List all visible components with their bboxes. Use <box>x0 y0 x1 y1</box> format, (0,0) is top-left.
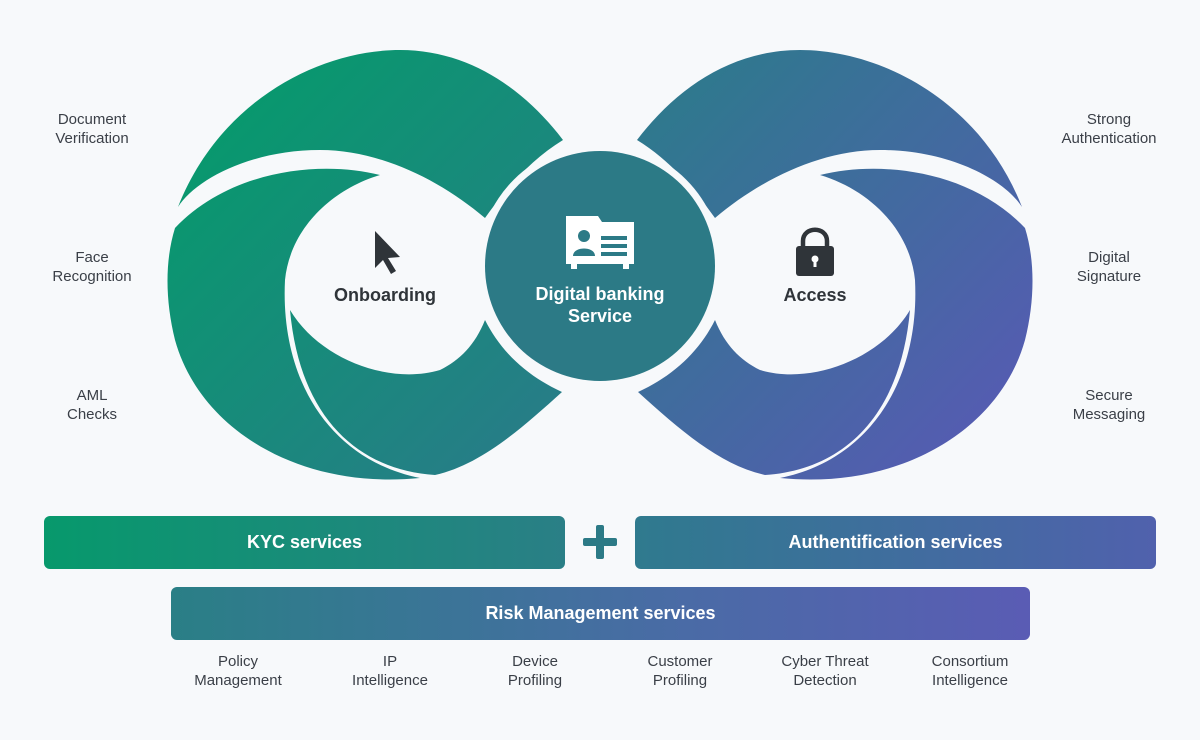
risk-item-cyber-threat-detection: Cyber Threat Detection <box>755 652 895 690</box>
right-loop-outer-segment <box>780 168 1033 480</box>
right-loop-upper-segment <box>637 50 1022 218</box>
risk-item-line: Profiling <box>652 672 708 689</box>
label-line: Recognition <box>52 268 132 285</box>
padlock-icon <box>796 227 834 276</box>
center-line-2: Service <box>567 306 633 326</box>
right-label-secure-messaging: Secure Messaging <box>1029 386 1189 424</box>
right-loop-lower-segment <box>638 310 910 475</box>
cursor-arrow-icon <box>375 231 400 274</box>
right-label-strong-authentication: Strong Authentication <box>1029 110 1189 148</box>
label-line: Verification <box>55 130 129 147</box>
risk-item-ip-intelligence: IP Intelligence <box>320 652 460 690</box>
left-label-document-verification: Document Verification <box>12 110 172 148</box>
risk-item-customer-profiling: Customer Profiling <box>610 652 750 690</box>
risk-item-line: Customer <box>647 653 713 670</box>
label-line: Digital <box>1088 249 1130 266</box>
left-loop-lower-segment <box>290 310 562 475</box>
label-line: Document <box>57 111 127 128</box>
risk-item-line: Profiling <box>507 672 563 689</box>
risk-item-line: IP <box>382 653 398 670</box>
center-service-label: Digital banking Service <box>500 283 700 327</box>
label-line: Signature <box>1076 268 1142 285</box>
risk-item-policy-management: Policy Management <box>168 652 308 690</box>
left-loop-upper-segment <box>178 50 563 218</box>
label-line: Strong <box>1086 111 1132 128</box>
label-line: Checks <box>66 406 118 423</box>
label-line: Messaging <box>1072 406 1146 423</box>
risk-item-consortium-intelligence: Consortium Intelligence <box>900 652 1040 690</box>
label-line: Face <box>75 249 109 266</box>
onboarding-title: Onboarding <box>334 285 436 305</box>
access-title: Access <box>783 285 847 305</box>
risk-item-device-profiling: Device Profiling <box>465 652 605 690</box>
risk-item-line: Detection <box>793 672 857 689</box>
risk-item-line: Cyber Threat <box>781 653 869 670</box>
risk-item-line: Consortium <box>931 653 1009 670</box>
risk-management-services-bar: Risk Management services <box>171 587 1030 640</box>
kyc-services-bar: KYC services <box>44 516 565 569</box>
label-line: Secure <box>1085 387 1133 404</box>
left-label-aml-checks: AML Checks <box>12 386 172 424</box>
left-loop-outer-segment <box>167 168 420 480</box>
risk-item-line: Intelligence <box>352 672 428 689</box>
center-circle-fill <box>485 151 715 381</box>
plus-icon <box>581 523 619 561</box>
id-card-icon <box>566 216 634 269</box>
risk-item-line: Intelligence <box>932 672 1008 689</box>
center-line-1: Digital banking <box>535 284 665 304</box>
risk-item-line: Management <box>194 672 282 689</box>
risk-item-line: Device <box>512 653 558 670</box>
left-label-face-recognition: Face Recognition <box>12 248 172 286</box>
authentification-services-bar: Authentification services <box>635 516 1156 569</box>
right-label-digital-signature: Digital Signature <box>1029 248 1189 286</box>
label-line: Authentication <box>1061 130 1157 147</box>
label-line: AML <box>76 387 108 404</box>
risk-item-line: Policy <box>217 653 258 670</box>
